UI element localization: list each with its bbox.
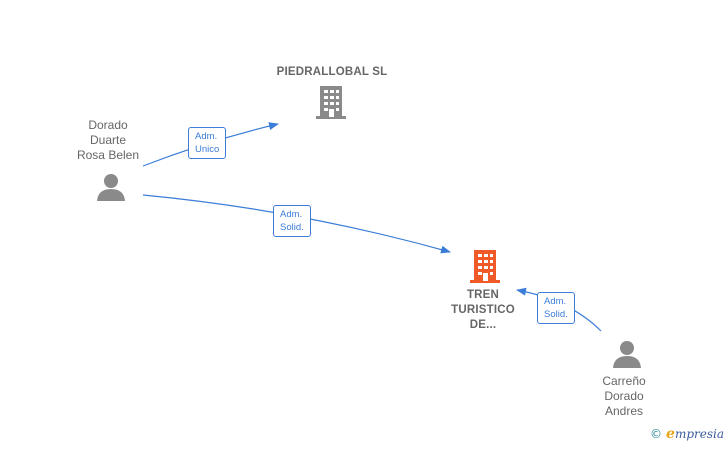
company-label-tren[interactable]: TREN TURISTICO DE...	[433, 288, 533, 333]
edge-label-line: Adm.	[280, 209, 303, 220]
company-label-piedrallobal[interactable]: PIEDRALLOBAL SL	[276, 66, 388, 78]
copyright-symbol: ©	[650, 427, 663, 441]
company-label-line: TURISTICO	[451, 304, 515, 316]
edge-label-adm-solid[interactable]: Adm. Solid.	[273, 205, 311, 237]
brand-name: mpresia	[674, 427, 724, 441]
person-label-line: Dorado	[88, 118, 128, 132]
edge-label-line: Adm.	[544, 296, 567, 307]
edge-label-adm-unico[interactable]: Adm. Unico	[188, 127, 227, 159]
brand-logo: ©empresia	[650, 426, 724, 442]
building-icon[interactable]	[315, 84, 347, 120]
person-label-line: Andres	[604, 404, 644, 418]
person-label-dorado[interactable]: Dorado Duarte Rosa Belen	[58, 118, 158, 163]
building-icon[interactable]	[469, 248, 501, 284]
person-label-line: Carreño	[602, 374, 646, 388]
edge-label-line: Adm.	[195, 131, 218, 142]
edge-label-line: Solid.	[544, 309, 568, 320]
person-icon[interactable]	[612, 339, 642, 369]
person-label-carreno[interactable]: Carreño Dorado Andres	[574, 374, 674, 419]
company-label-line: DE...	[469, 319, 497, 331]
edge-label-adm-solid[interactable]: Adm. Solid.	[537, 292, 575, 324]
edge-label-line: Solid.	[280, 222, 304, 233]
person-label-line: Rosa Belen	[76, 148, 140, 162]
person-icon[interactable]	[96, 172, 126, 202]
person-label-line: Dorado	[604, 389, 644, 403]
person-label-line: Duarte	[89, 133, 127, 147]
edge-label-line: Unico	[195, 144, 220, 155]
brand-initial: e	[666, 426, 675, 442]
company-label-line: TREN	[466, 289, 500, 301]
